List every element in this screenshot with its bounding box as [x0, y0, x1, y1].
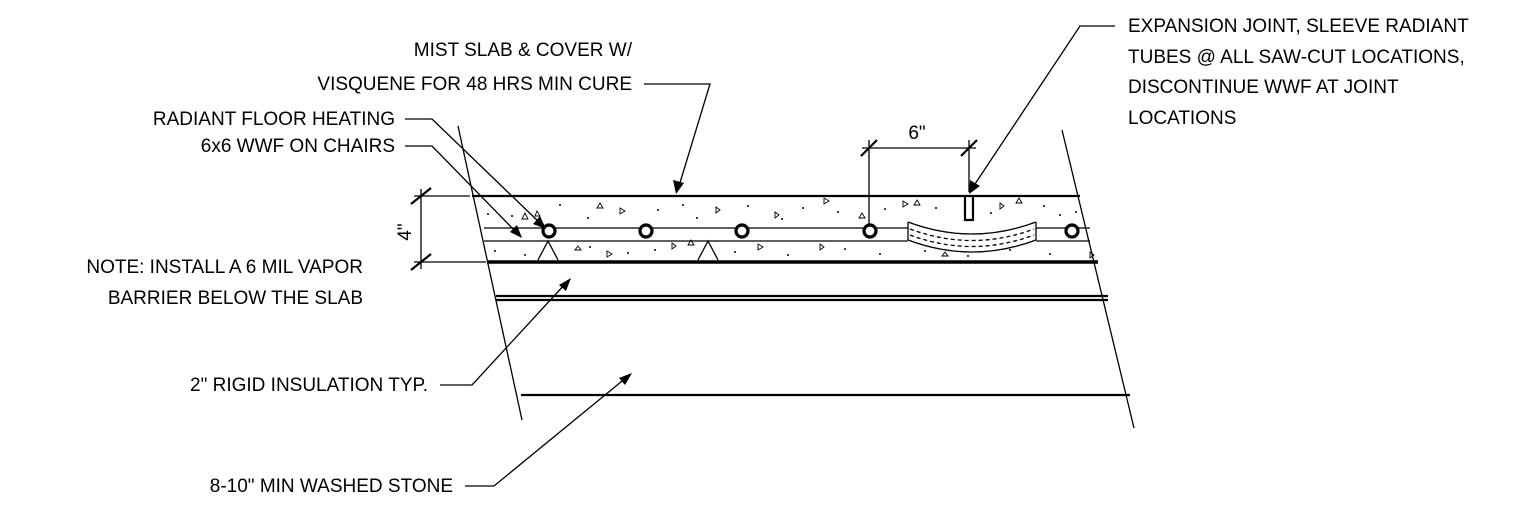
- slab-thickness-dimension: 4": [395, 187, 486, 271]
- joint-spacing-dimension: 6": [860, 123, 978, 224]
- label-stone: 8-10" MIN WASHED STONE: [210, 476, 453, 497]
- wwf-reinforcement: [484, 227, 1090, 242]
- left-break-line: [457, 125, 523, 421]
- label-expansion-joint-line1: EXPANSION JOINT, SLEEVE RADIANT: [1128, 16, 1469, 37]
- slab-thickness-text: 4": [395, 223, 416, 240]
- label-expansion-joint-line4: LOCATIONS: [1128, 108, 1236, 129]
- leader-stone: [465, 373, 632, 487]
- label-note-line1: NOTE: INSTALL A 6 MIL VAPOR: [86, 257, 363, 278]
- chair-right: [697, 239, 719, 261]
- right-break-line: [1061, 129, 1135, 429]
- label-mist-slab-line2: VISQUENE FOR 48 HRS MIN CURE: [317, 74, 632, 95]
- joint-sleeve: [907, 221, 1037, 253]
- concrete-aggregate: [487, 197, 1095, 259]
- label-expansion-joint-line3: DISCONTINUE WWF AT JOINT: [1128, 77, 1399, 98]
- label-mist-slab-line1: MIST SLAB & COVER W/: [414, 40, 633, 61]
- label-wwf: 6x6 WWF ON CHAIRS: [201, 136, 395, 157]
- saw-cut: [963, 196, 975, 222]
- label-expansion-joint-line2: TUBES @ ALL SAW-CUT LOCATIONS,: [1128, 47, 1465, 68]
- label-radiant-heating: RADIANT FLOOR HEATING: [153, 109, 395, 130]
- insulation-bottom-line: [496, 294, 1108, 302]
- chair-left: [537, 239, 559, 261]
- label-note-line2: BARRIER BELOW THE SLAB: [108, 288, 363, 309]
- label-insulation: 2" RIGID INSULATION TYP.: [190, 375, 428, 396]
- leader-radiant-heating: [405, 118, 546, 229]
- leader-expansion-joint: [969, 25, 1115, 194]
- leader-mist-slab: [644, 83, 711, 194]
- leader-wwf: [405, 145, 522, 238]
- joint-spacing-text: 6": [908, 123, 925, 144]
- radiant-tubes: [541, 223, 1080, 239]
- leader-insulation: [440, 278, 571, 386]
